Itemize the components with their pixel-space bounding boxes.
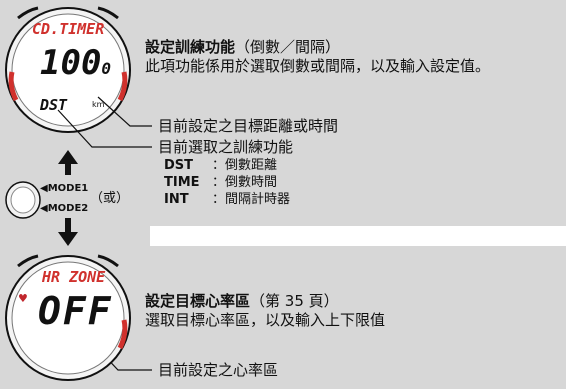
bottom-desc-title-suffix: （第 35 頁）: [250, 292, 339, 310]
mode-button-icon: [5, 181, 41, 219]
mode2-label[interactable]: ◀MODE2: [40, 203, 89, 214]
top-description: 設定訓練功能（倒數／間隔）: [145, 38, 340, 56]
callout-heart-rate-zone: 目前設定之心率區: [158, 361, 279, 379]
bottom-watch: ♥: [5, 254, 131, 381]
function-key: DST: [164, 158, 194, 173]
bottom-desc-title: 設定目標心率區: [145, 292, 251, 310]
top-watch: [5, 6, 131, 133]
top-watch-unit: km: [92, 100, 105, 109]
function-value: ：倒數距離: [212, 158, 278, 173]
callout-selected-function: 目前選取之訓練功能: [158, 138, 294, 156]
or-label: （或）: [90, 191, 130, 206]
top-desc-line2: 此項功能係用於選取倒數或間隔，以及輸入設定值。: [145, 57, 491, 75]
bottom-watch-value: OFF: [38, 289, 113, 333]
bottom-description: 設定目標心率區（第 35 頁）: [145, 292, 339, 310]
function-item-int: INT ：間隔計時器: [164, 192, 290, 209]
white-strip: [150, 226, 566, 246]
top-desc-title: 設定訓練功能: [145, 38, 236, 56]
top-watch-value-main: 100: [40, 43, 102, 83]
function-item-time: TIME ：倒數時間: [164, 175, 290, 192]
top-watch-value-decimal: 0: [101, 59, 112, 78]
function-key: INT: [164, 192, 189, 207]
top-watch-red-button-right: [117, 71, 128, 102]
mode1-label[interactable]: ◀MODE1: [40, 183, 89, 194]
bottom-desc-line2: 選取目標心率區，以及輸入上下限值: [145, 311, 386, 329]
top-desc-title-suffix: （倒數／間隔）: [235, 38, 341, 56]
function-list: DST ：倒數距離 TIME ：倒數時間 INT ：間隔計時器: [164, 158, 290, 209]
function-item-dst: DST ：倒數距離: [164, 158, 290, 175]
bottom-watch-mode-label: HR ZONE: [42, 268, 106, 286]
callout-target-distance-time: 目前設定之目標距離或時間: [158, 117, 339, 135]
function-value: ：間隔計時器: [212, 192, 291, 207]
top-watch-red-button-left: [8, 71, 19, 102]
top-watch-value: 1000: [40, 46, 111, 86]
function-key: TIME: [164, 175, 200, 190]
bottom-watch-red-button-right: [117, 319, 128, 350]
top-watch-mode-label: CD.TIMER: [32, 20, 105, 38]
heart-icon: ♥: [18, 292, 28, 305]
top-watch-sub-label: DST: [40, 96, 68, 114]
function-value: ：倒數時間: [212, 175, 278, 190]
